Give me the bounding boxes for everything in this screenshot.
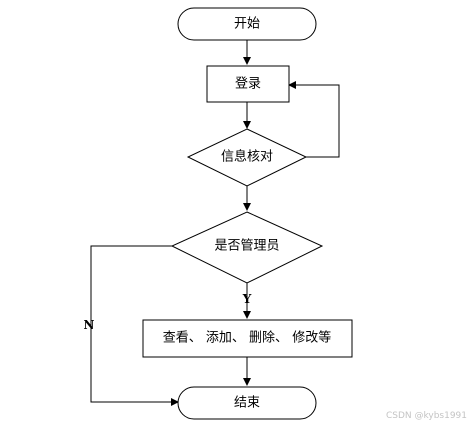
is-admin-decision: 是否管理员 xyxy=(170,211,324,284)
end-node: 结束 xyxy=(177,386,317,420)
connectors xyxy=(90,40,340,406)
verify-label: 信息核对 xyxy=(221,149,273,165)
login-node: 登录 xyxy=(206,65,290,103)
is-admin-label: 是否管理员 xyxy=(214,239,279,254)
actions-label: 查看、 添加、 删除、 修改等 xyxy=(163,330,331,346)
edge-is-admin-no xyxy=(90,245,179,406)
start-label: 开始 xyxy=(234,17,260,32)
end-label: 结束 xyxy=(234,396,260,411)
branch-no-label: N xyxy=(84,318,95,332)
start-node: 开始 xyxy=(177,7,317,41)
watermark: CSDN @kybs1991 xyxy=(386,411,467,421)
edge-verify-loop-to-login xyxy=(288,81,340,158)
actions-node: 查看、 添加、 删除、 修改等 xyxy=(142,319,353,358)
login-label: 登录 xyxy=(235,77,261,92)
branch-yes-label: Y xyxy=(242,292,252,306)
verify-decision: 信息核对 xyxy=(186,128,308,187)
